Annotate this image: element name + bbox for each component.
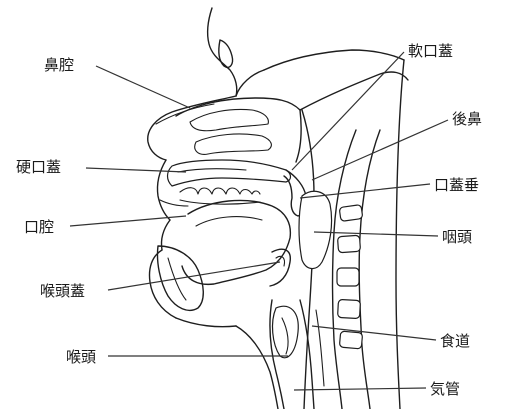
label-nasopharynx: 後鼻 <box>452 110 482 128</box>
label-pharynx: 咽頭 <box>442 228 472 246</box>
label-epiglottis: 喉頭蓋 <box>40 282 85 300</box>
leader-pharynx <box>314 232 438 236</box>
leader-epiglottis <box>108 262 280 290</box>
label-uvula: 口蓋垂 <box>434 176 479 194</box>
palate-and-oral-structures <box>157 160 306 310</box>
label-soft-palate: 軟口蓋 <box>408 42 453 60</box>
label-trachea: 気管 <box>430 380 460 398</box>
labels: 鼻腔 軟口蓋 後鼻 硬口蓋 口蓋垂 口腔 咽頭 喉頭蓋 食道 喉頭 気管 <box>16 42 482 398</box>
head-outline <box>148 8 278 409</box>
label-nasal-cavity: 鼻腔 <box>44 56 74 74</box>
leader-esophagus <box>312 326 436 340</box>
pharynx-and-spine <box>299 72 408 409</box>
leader-lines <box>70 52 448 390</box>
leader-trachea <box>294 388 426 390</box>
label-larynx: 喉頭 <box>66 348 96 366</box>
label-oral-cavity: 口腔 <box>24 218 54 236</box>
nasal-cavity-structures <box>176 50 404 162</box>
label-esophagus: 食道 <box>440 332 470 350</box>
leader-nasal-cavity <box>96 66 190 108</box>
label-hard-palate: 硬口蓋 <box>16 158 61 176</box>
leader-nasopharynx <box>312 120 448 180</box>
